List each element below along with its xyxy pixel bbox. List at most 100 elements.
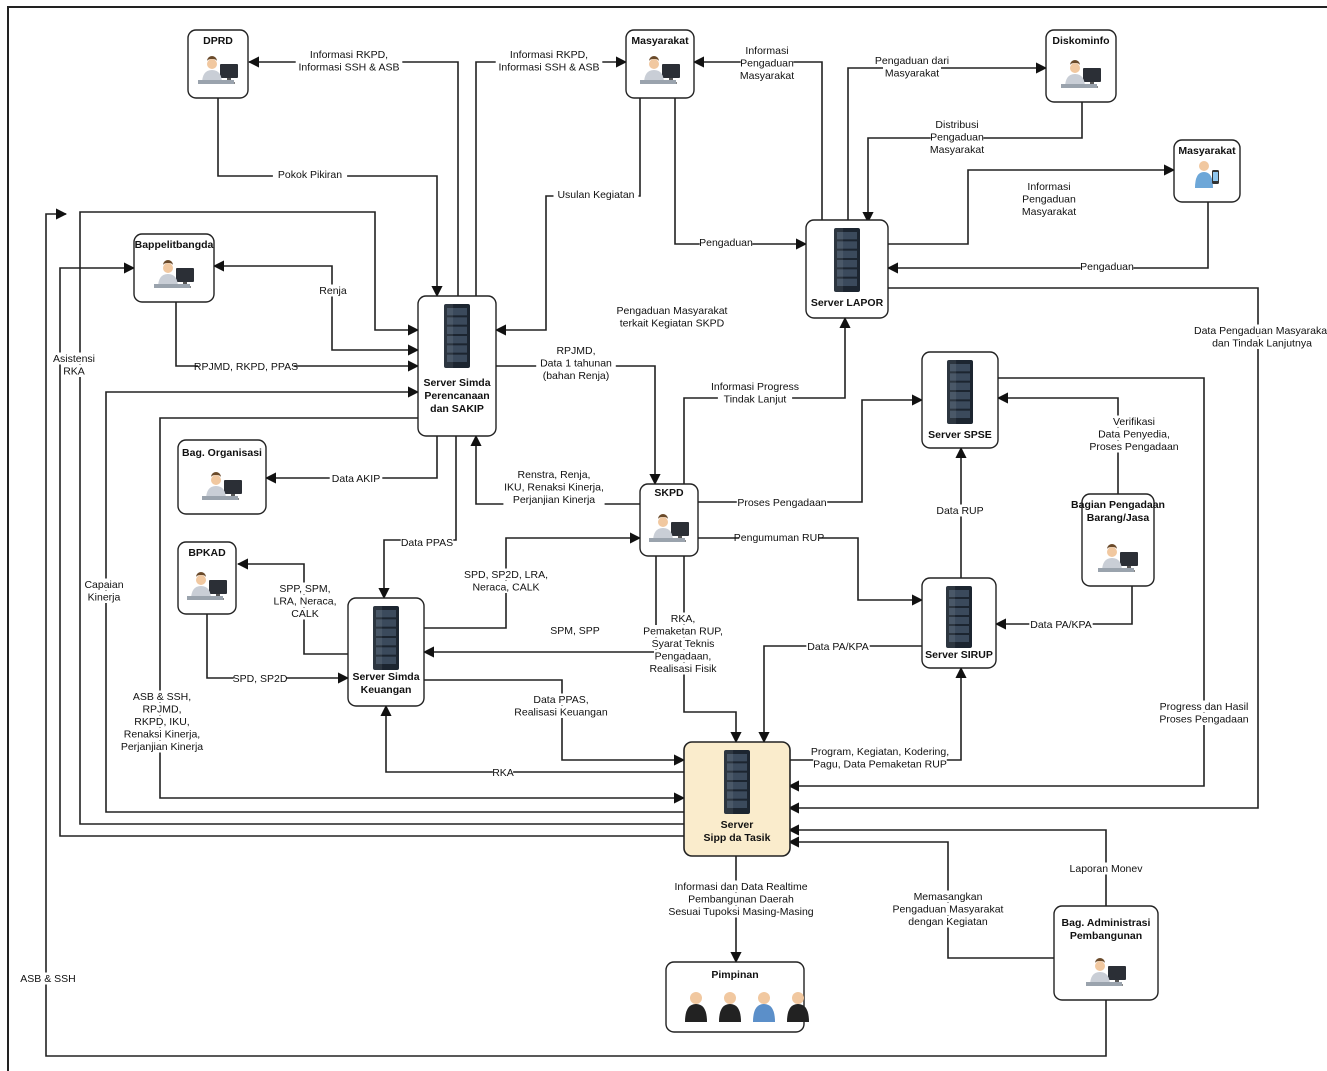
label-rpjmd-data1: RPJMD,Data 1 tahunan(bahan Renja) (536, 345, 616, 383)
label-data-ppas-realisasi: Data PPAS,Realisasi Keuangan (510, 694, 611, 719)
node-bpkad: BPKAD (178, 542, 236, 614)
edge-label-text: terkait Kegiatan SKPD (620, 318, 725, 330)
label-pengaduan-left: Pengaduan (699, 237, 753, 250)
node-title: Perencanaan (424, 390, 489, 402)
label-pengaduan-right: Pengaduan (1080, 261, 1134, 274)
edge-label-text: Memasangkan (914, 891, 983, 903)
edge-label-text: dan Tindak Lanjutnya (1212, 338, 1312, 350)
edge-label-text: Pemaketan RUP, (643, 626, 723, 638)
node-title: Bagian Pengadaan (1071, 499, 1165, 511)
node-title: dan SAKIP (430, 403, 484, 415)
edge-label-text: RKA, (671, 613, 696, 625)
edge-label-text: Masyarakat (930, 144, 984, 156)
node-title: Sipp da Tasik (704, 832, 771, 844)
node-title: Masyarakat (631, 35, 689, 47)
edge-label-text: Neraca, CALK (472, 582, 539, 594)
edge-label-text: Tindak Lanjut (724, 394, 787, 406)
label-data-rup: Data RUP (936, 505, 983, 518)
edge-lapor-masyarakat (694, 62, 822, 222)
edge-label-text: Asistensi (53, 353, 95, 365)
server-icon (373, 606, 399, 670)
node-bag-adm-pembangunan: Bag. AdministrasiPembangunan (1054, 906, 1158, 1000)
edge-label-text: RPJMD, RKPD, PPAS (194, 361, 298, 373)
edge-label-text: Renaksi Kinerja, (124, 729, 200, 741)
label-spp-spm: SPP, SPM,LRA, Neraca,CALK (271, 583, 340, 621)
label-spd-sp2d: SPD, SP2D (233, 673, 288, 686)
edge-label-text: Proses Pengadaan (1159, 714, 1248, 726)
edge-perencanaan-masyarakat (476, 62, 626, 296)
node-title: BPKAD (188, 547, 226, 559)
node-title: Server SIRUP (925, 649, 993, 661)
edge-label-text: RPJMD, (556, 345, 595, 357)
node-title: Server SPSE (928, 429, 992, 441)
server-icon (946, 586, 972, 648)
label-data-ppas-top: Data PPAS (401, 537, 454, 550)
edge-label-text: Syarat Teknis (652, 638, 715, 650)
label-data-pa-kpa-left: Data PA/KPA (806, 641, 869, 654)
edge-label-text: Pengaduan (1022, 194, 1076, 206)
node-title: Pembangunan (1070, 930, 1142, 942)
edge-label-text: LRA, Neraca, (273, 596, 336, 608)
label-data-pa-kpa-right: Data PA/KPA (1029, 619, 1092, 632)
edge-skpd-sirup (698, 538, 922, 600)
edge-label-text: Pengaduan (930, 132, 984, 144)
edge-label-text: Kinerja (88, 592, 121, 604)
edge-label-text: Sesuai Tupoksi Masing-Masing (668, 906, 813, 918)
edge-lapor-sipp (789, 288, 1258, 808)
node-title: Barang/Jasa (1087, 512, 1150, 524)
label-spm-spp: SPM, SPP (550, 625, 600, 638)
edge-label-text: Program, Kegiatan, Kodering, (811, 746, 949, 758)
server-icon (947, 360, 973, 424)
node-title: Bappelitbangda (135, 239, 214, 251)
label-spd-sp2d-lra: SPD, SP2D, LRA,Neraca, CALK (464, 569, 549, 594)
edge-label-text: Usulan Kegiatan (557, 189, 634, 201)
node-masyarakat-right: Masyarakat (1174, 140, 1240, 202)
edge-label-text: Informasi SSH & ASB (499, 62, 600, 74)
label-laporan-monev: Laporan Monev (1069, 863, 1143, 876)
label-info-pengaduan-right: InformasiPengaduanMasyarakat (1020, 181, 1078, 219)
edge-perencanaan-org (266, 436, 437, 478)
node-title: Bag. Organisasi (182, 447, 262, 459)
label-data-pengaduan-tl: Data Pengaduan Masyarakatdan Tindak Lanj… (1193, 325, 1327, 350)
edge-label-text: Data PPAS, (533, 694, 588, 706)
edge-label-text: Informasi (745, 45, 788, 57)
edge-label-text: Data PA/KPA (807, 641, 868, 653)
edge-label-text: Informasi RKPD, (510, 49, 588, 61)
edge-label-text: Realisasi Keuangan (514, 707, 608, 719)
server-icon (834, 228, 860, 292)
edge-label-text: Renstra, Renja, (518, 469, 591, 481)
node-title: Keuangan (361, 684, 412, 696)
label-info-realtime: Informasi dan Data RealtimePembangunan D… (663, 881, 818, 919)
edge-perencanaan-keuangan (384, 436, 456, 598)
node-server-lapor: Server LAPOR (806, 220, 888, 318)
label-proses-pengadaan: Proses Pengadaan (737, 497, 827, 510)
edge-label-text: SPP, SPM, (279, 583, 330, 595)
edge-label-text: Perjanjian Kinerja (513, 494, 595, 506)
edge-label-text: Data PA/KPA (1030, 619, 1091, 631)
node-bappelitbangda: Bappelitbangda (134, 234, 214, 302)
edge-bappeda-renja (214, 266, 418, 350)
label-rka-pemaketan: RKA,Pemaketan RUP,Syarat TeknisPengadaan… (641, 613, 726, 676)
node-title: Server LAPOR (811, 297, 884, 309)
edge-label-text: Informasi SSH & ASB (299, 62, 400, 74)
node-title: Server Simda (423, 377, 490, 389)
edge-masyarakat-perencanaan (496, 98, 640, 330)
edge-label-text: Pokok Pikiran (278, 169, 342, 181)
edge-sirup-sipp (764, 646, 922, 742)
edge-label-text: Masyarakat (885, 68, 939, 80)
edge-label-text: Pengaduan Masyarakat (893, 904, 1004, 916)
edge-label-text: Informasi RKPD, (310, 49, 388, 61)
edge-label-text: Pembangunan Daerah (688, 894, 794, 906)
edge-label-text: Laporan Monev (1070, 863, 1144, 875)
edge-label-text: Informasi dan Data Realtime (674, 881, 807, 893)
server-icon (444, 304, 470, 368)
node-pimpinan: Pimpinan (666, 962, 809, 1032)
node-title: Masyarakat (1178, 145, 1236, 157)
